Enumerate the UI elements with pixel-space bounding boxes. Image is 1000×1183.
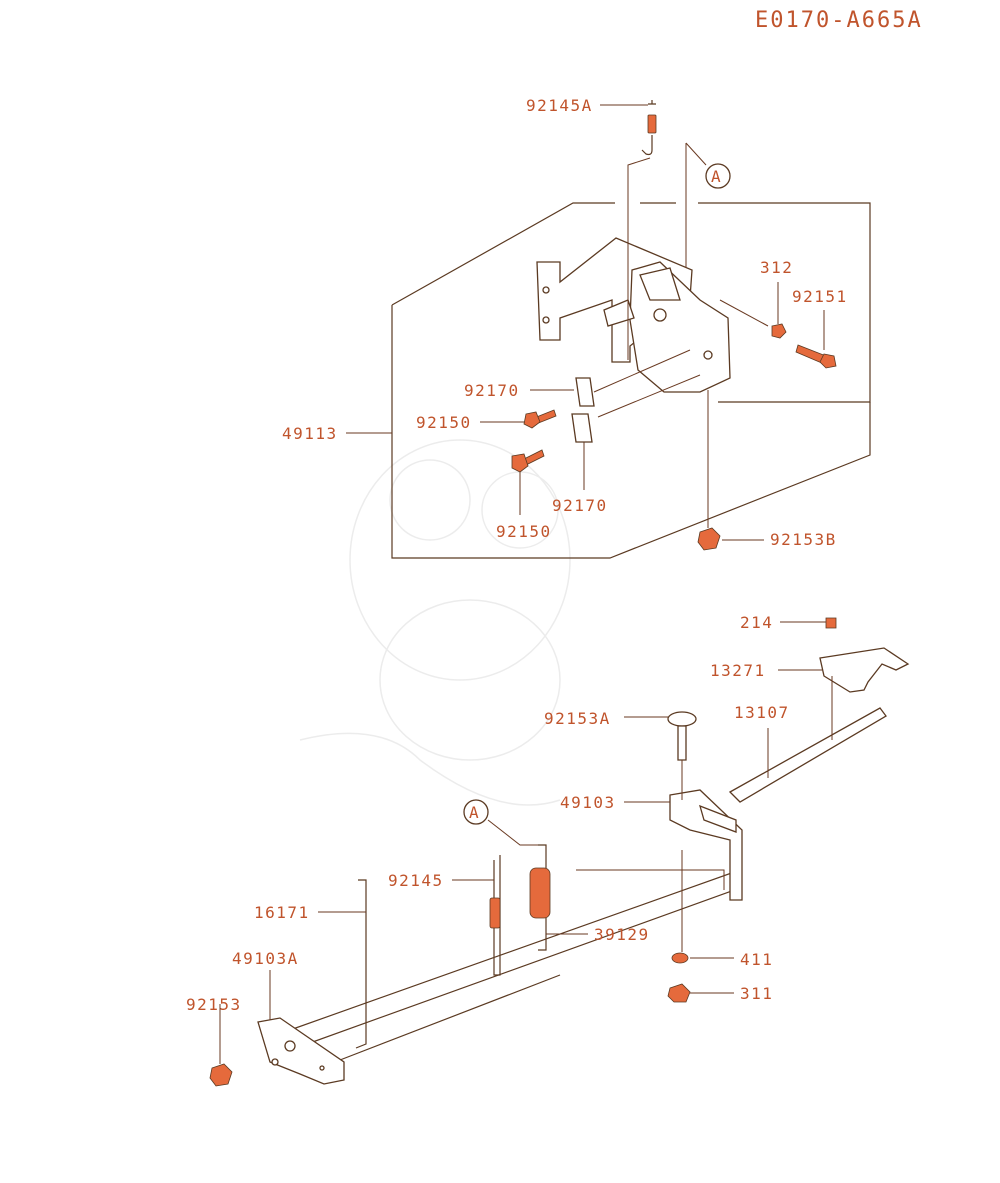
lever-49103 — [669, 789, 743, 901]
bolt-92153A-head — [667, 711, 697, 727]
pivot-icon — [284, 1040, 296, 1052]
spring-92145A-icon — [647, 114, 657, 134]
clip-92170-icon — [575, 377, 595, 407]
label-92153: 92153 — [186, 995, 242, 1014]
plate-13271 — [819, 647, 910, 693]
bracket-hole-icon — [542, 286, 550, 294]
spring-39129-icon — [529, 867, 551, 919]
diagram-code: E0170-A665A — [755, 8, 923, 33]
ref-a-circle — [705, 163, 731, 189]
lever-cam — [639, 267, 681, 301]
screw-head-icon — [511, 453, 529, 473]
shaft-13107 — [728, 707, 887, 803]
label-13271: 13271 — [710, 661, 766, 680]
label-92150-bottom: 92150 — [496, 522, 552, 541]
label-92145: 92145 — [388, 871, 444, 890]
nut-312-icon — [771, 323, 787, 339]
screw-214-icon — [825, 617, 837, 629]
lever-arm — [603, 299, 635, 327]
label-39129: 39129 — [594, 925, 650, 944]
nut-311-icon — [667, 983, 691, 1003]
label-311: 311 — [740, 984, 773, 1003]
lever-slot — [699, 804, 737, 833]
label-92150-top: 92150 — [416, 413, 472, 432]
label-92170-top: 92170 — [464, 381, 520, 400]
bolt-92153-icon — [209, 1063, 233, 1087]
screw-head-icon — [523, 411, 541, 429]
clip-92170-icon — [571, 413, 593, 443]
label-312: 312 — [760, 258, 793, 277]
pivot-icon — [703, 350, 713, 360]
bracket-hole-icon — [542, 316, 550, 324]
label-92145A: 92145A — [526, 96, 593, 115]
label-16171: 16171 — [254, 903, 310, 922]
lever-49103A — [257, 1017, 345, 1085]
label-49103: 49103 — [560, 793, 616, 812]
label-92153A: 92153A — [544, 709, 611, 728]
bolt-92153A-shank — [677, 725, 687, 761]
label-49113: 49113 — [282, 424, 338, 443]
label-92170-bottom: 92170 — [552, 496, 608, 515]
ref-a-label: A — [711, 167, 722, 186]
assembly-49113: A — [346, 100, 871, 559]
pivot-icon — [319, 1065, 325, 1071]
assembly-lower: A — [209, 617, 910, 1087]
bolt-92153B-icon — [697, 527, 721, 551]
pivot-icon — [653, 308, 667, 322]
label-92153B: 92153B — [770, 530, 837, 549]
label-214: 214 — [740, 613, 773, 632]
spring-92145-icon — [489, 897, 501, 929]
bolt-head-icon — [819, 353, 837, 369]
label-92151: 92151 — [792, 287, 848, 306]
label-411: 411 — [740, 950, 773, 969]
watermark — [299, 439, 571, 806]
ref-a-label-lower: A — [469, 803, 480, 822]
pivot-icon — [271, 1058, 279, 1066]
label-13107: 13107 — [734, 703, 790, 722]
washer-411-icon — [671, 952, 689, 964]
ref-a-circle-lower — [463, 799, 489, 825]
label-49103A: 49103A — [232, 949, 299, 968]
